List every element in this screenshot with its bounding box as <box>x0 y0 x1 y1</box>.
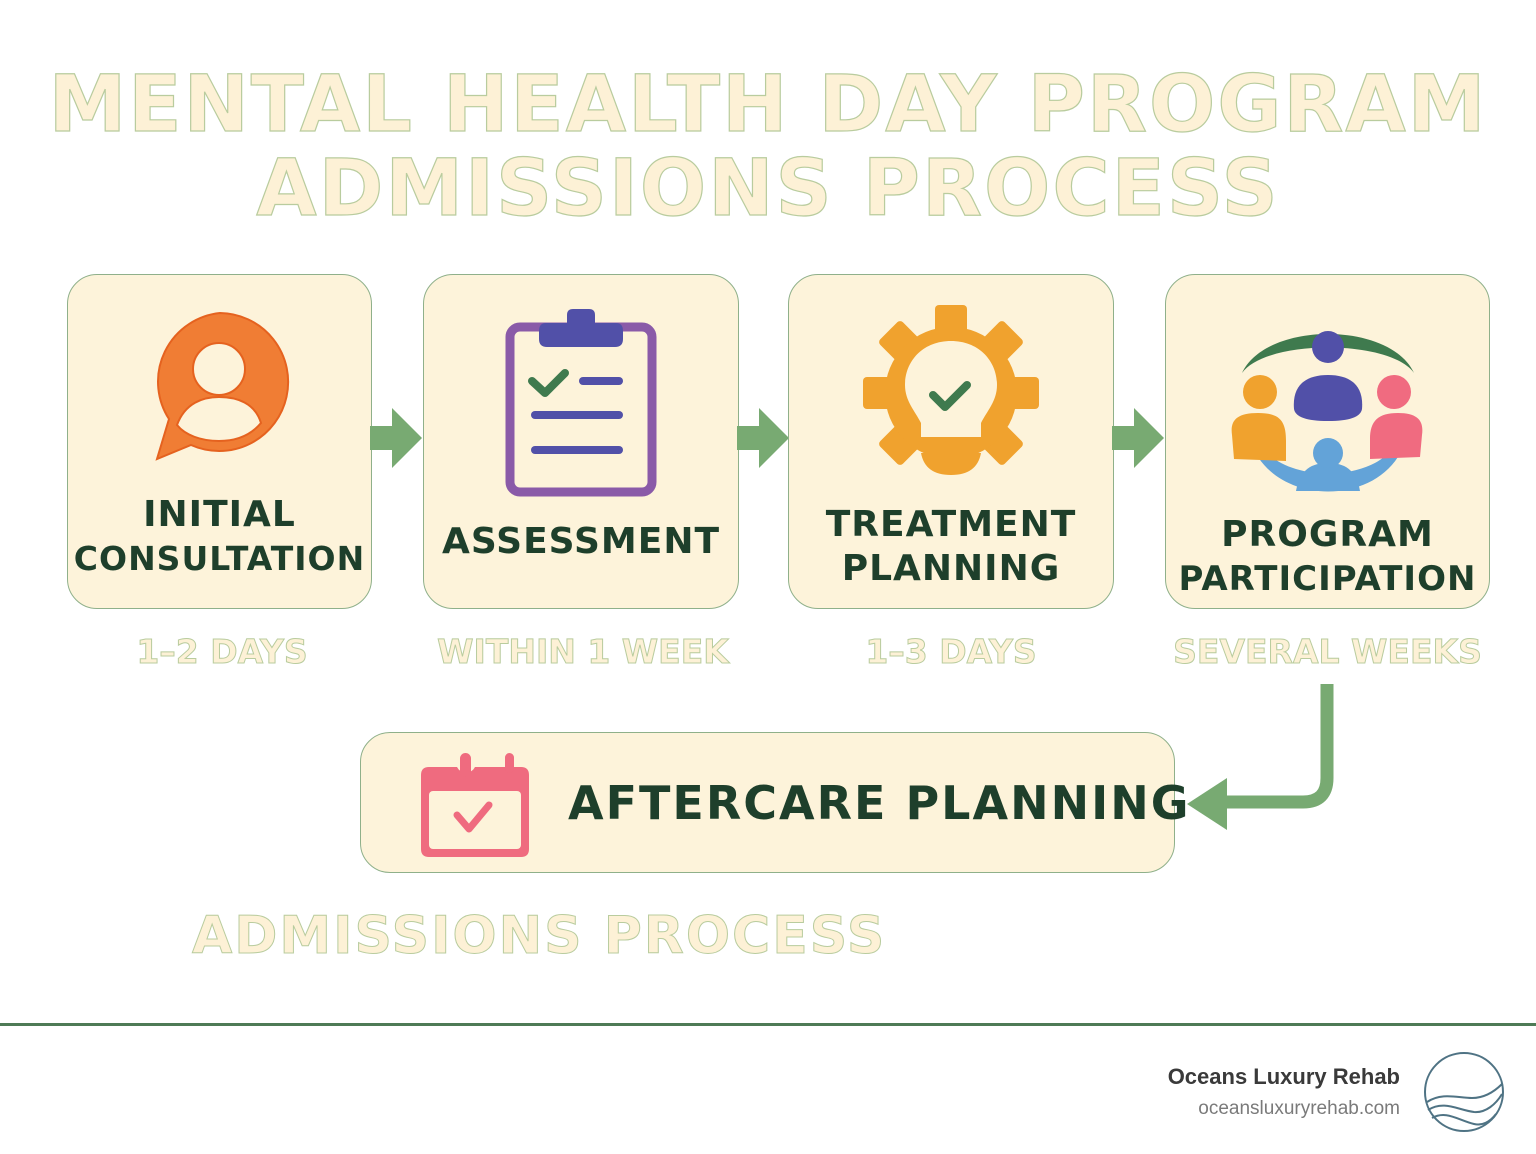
footer-divider <box>0 1023 1536 1026</box>
arrow-right-icon <box>370 408 422 468</box>
aftercare-label: AFTERCARE PLANNING <box>568 776 1191 830</box>
step-label-line-1: TREATMENT <box>825 504 1077 545</box>
step-label-line-1: PROGRAM <box>1221 514 1434 555</box>
step-label-line-2: PARTICIPATION <box>1178 559 1477 599</box>
brand-name: Oceans Luxury Rehab <box>1167 1064 1400 1089</box>
elbow-arrow-left-icon <box>1187 684 1334 830</box>
page-title-line-1: MENTAL HEALTH DAY PROGRAM <box>48 59 1488 150</box>
step-label-line-1: ASSESSMENT <box>441 521 721 562</box>
clipboard-checklist-icon <box>505 309 657 497</box>
duration-initial-consultation: 1–2 DAYS <box>136 632 308 672</box>
step-program-participation: PROGRAM PARTICIPATION <box>1165 274 1490 609</box>
ocean-wave-circle-icon <box>1424 1052 1504 1132</box>
calendar-check-icon <box>421 753 529 857</box>
step-label-line-1: INITIAL <box>143 494 296 535</box>
duration-assessment: WITHIN 1 WEEK <box>437 632 730 672</box>
group-circle-people-icon <box>1231 331 1422 492</box>
brand-url[interactable]: oceansluxuryrehab.com <box>1198 1098 1400 1119</box>
subtitle: ADMISSIONS PROCESS <box>191 906 887 967</box>
step-treatment-planning: TREATMENT PLANNING <box>788 274 1114 609</box>
step-label-line-2: CONSULTATION <box>73 539 366 578</box>
duration-treatment-planning: 1–3 DAYS <box>865 632 1037 672</box>
page-title-line-2: ADMISSIONS PROCESS <box>256 143 1280 234</box>
person-speech-bubble-icon <box>154 311 289 461</box>
step-initial-consultation: INITIAL CONSULTATION <box>67 274 372 609</box>
duration-program-participation: SEVERAL WEEKS <box>1173 632 1483 672</box>
gear-lightbulb-check-icon <box>863 305 1039 475</box>
arrow-right-icon <box>737 408 789 468</box>
step-aftercare-planning: AFTERCARE PLANNING <box>360 732 1188 873</box>
step-assessment: ASSESSMENT <box>423 274 739 609</box>
step-label-line-2: PLANNING <box>841 548 1061 589</box>
arrow-right-icon <box>1112 408 1164 468</box>
